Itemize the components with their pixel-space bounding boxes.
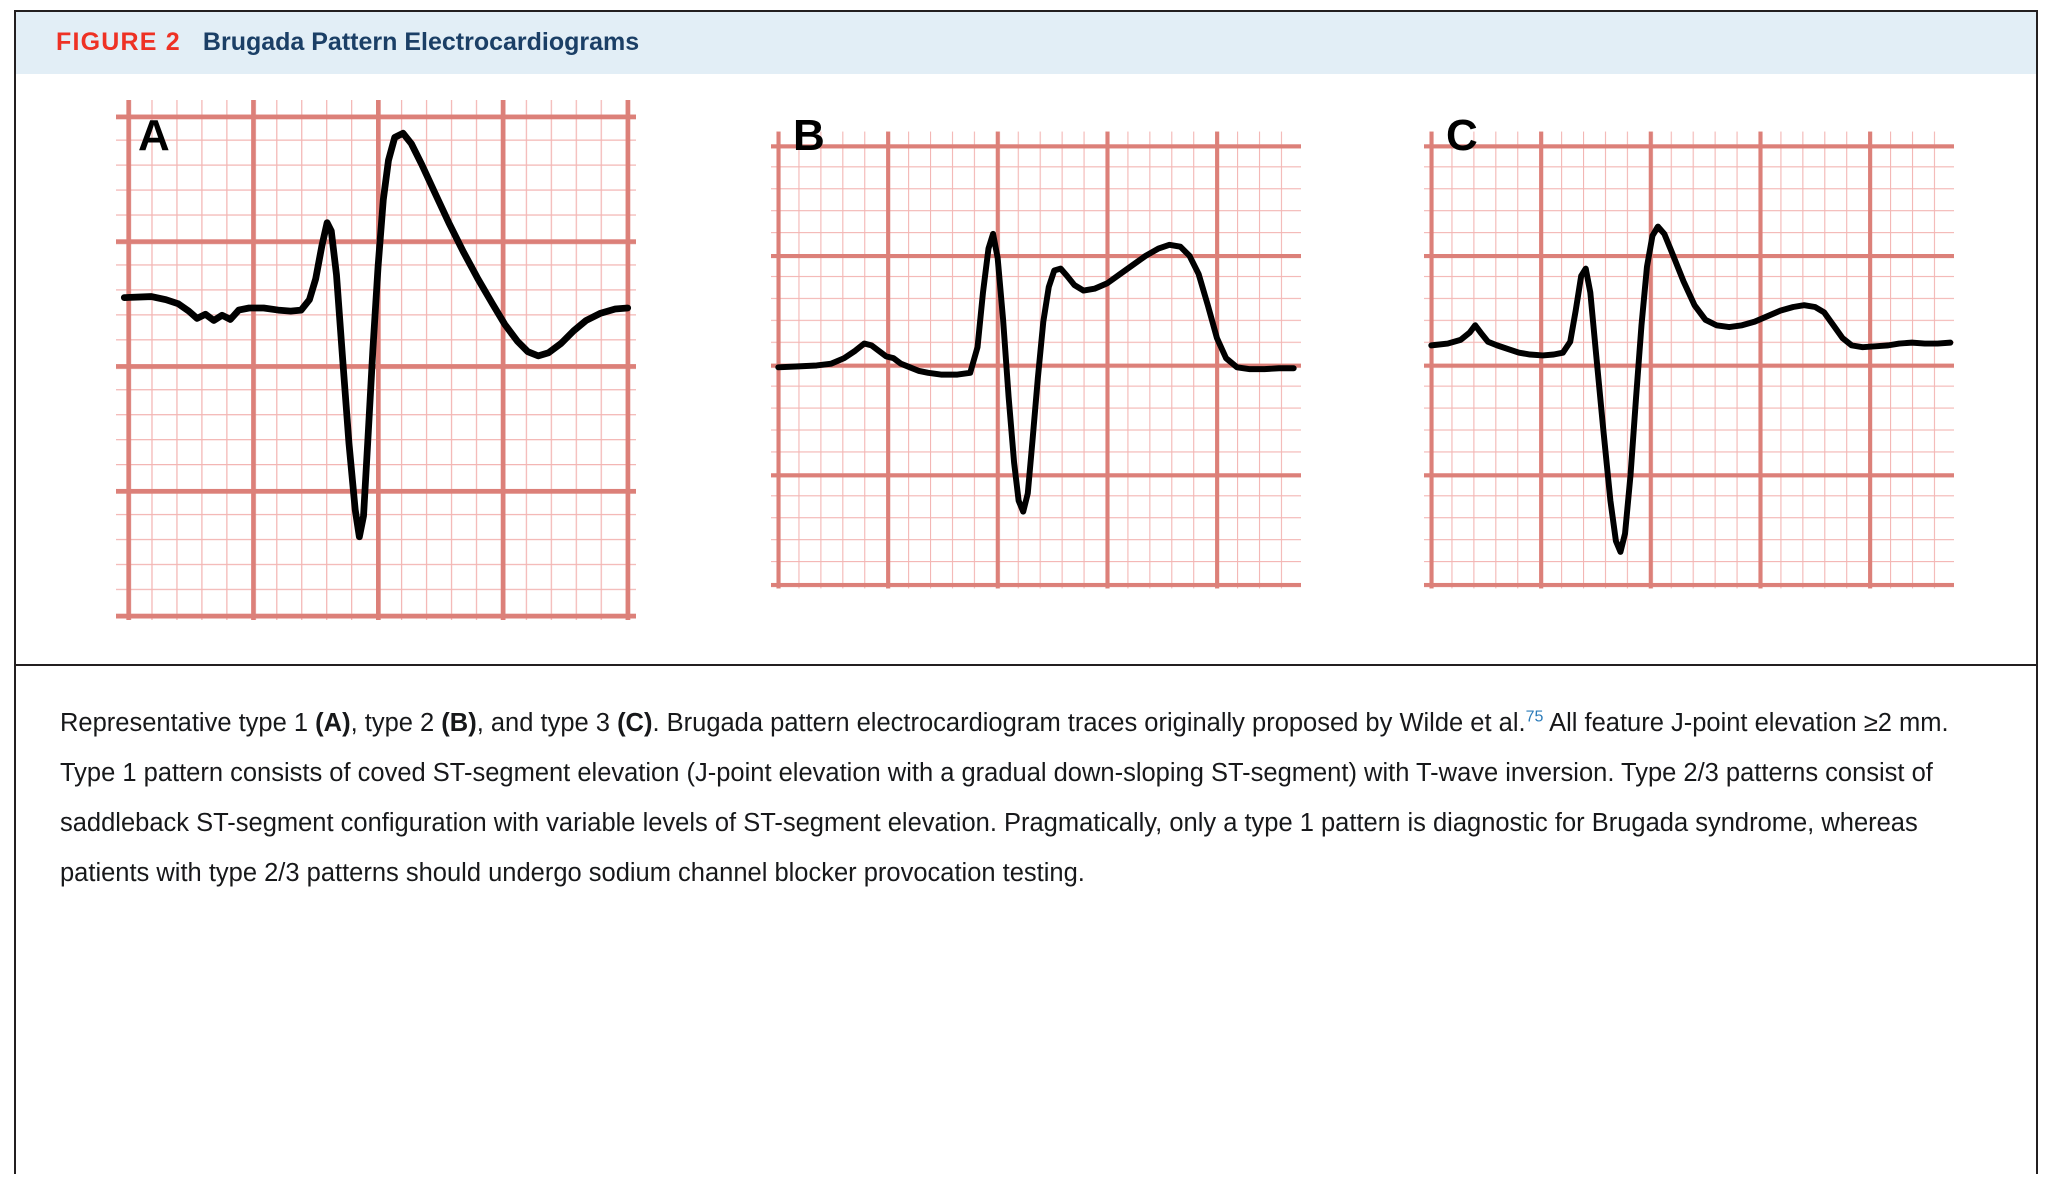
caption-segment: (A) <box>315 709 351 737</box>
ecg-trace-b <box>775 230 1297 515</box>
ecg-chart-b <box>771 131 1301 589</box>
ecg-trace-c <box>1428 223 1954 555</box>
citation-reference[interactable]: 75 <box>1525 708 1544 726</box>
ecg-panels-row: A B <box>16 74 2036 664</box>
caption-text: Representative type 1 (A), type 2 (B), a… <box>60 698 1990 898</box>
ecg-panel-a: A <box>116 100 636 620</box>
figure-container: FIGURE 2 Brugada Pattern Electrocardiogr… <box>14 10 2038 1174</box>
caption-segment: (C) <box>617 709 653 737</box>
figure-caption: Representative type 1 (A), type 2 (B), a… <box>16 666 2036 1174</box>
caption-segment: . Brugada pattern electrocardiogram trac… <box>652 709 1526 737</box>
caption-divider <box>16 664 2036 666</box>
ecg-chart-c <box>1424 131 1954 589</box>
caption-segment: , and type 3 <box>476 709 618 737</box>
caption-segment: All feature J-point elevation ≥2 mm. Typ… <box>60 709 1949 887</box>
ecg-trace-a <box>120 129 632 541</box>
ecg-panel-b: B <box>771 100 1301 620</box>
figure-header: FIGURE 2 Brugada Pattern Electrocardiogr… <box>16 12 2036 74</box>
caption-segment: Representative type 1 <box>60 709 316 737</box>
figure-title: Brugada Pattern Electrocardiograms <box>202 28 640 56</box>
panel-letter-a: A <box>138 111 170 160</box>
panel-letter-b: B <box>793 111 825 160</box>
caption-segment: (B) <box>441 709 477 737</box>
panel-letter-c: C <box>1446 111 1478 160</box>
caption-segment: , type 2 <box>350 709 442 737</box>
ecg-panel-c: C <box>1424 100 1954 620</box>
ecg-chart-a <box>116 100 636 620</box>
figure-number-label: FIGURE 2 <box>56 28 181 56</box>
